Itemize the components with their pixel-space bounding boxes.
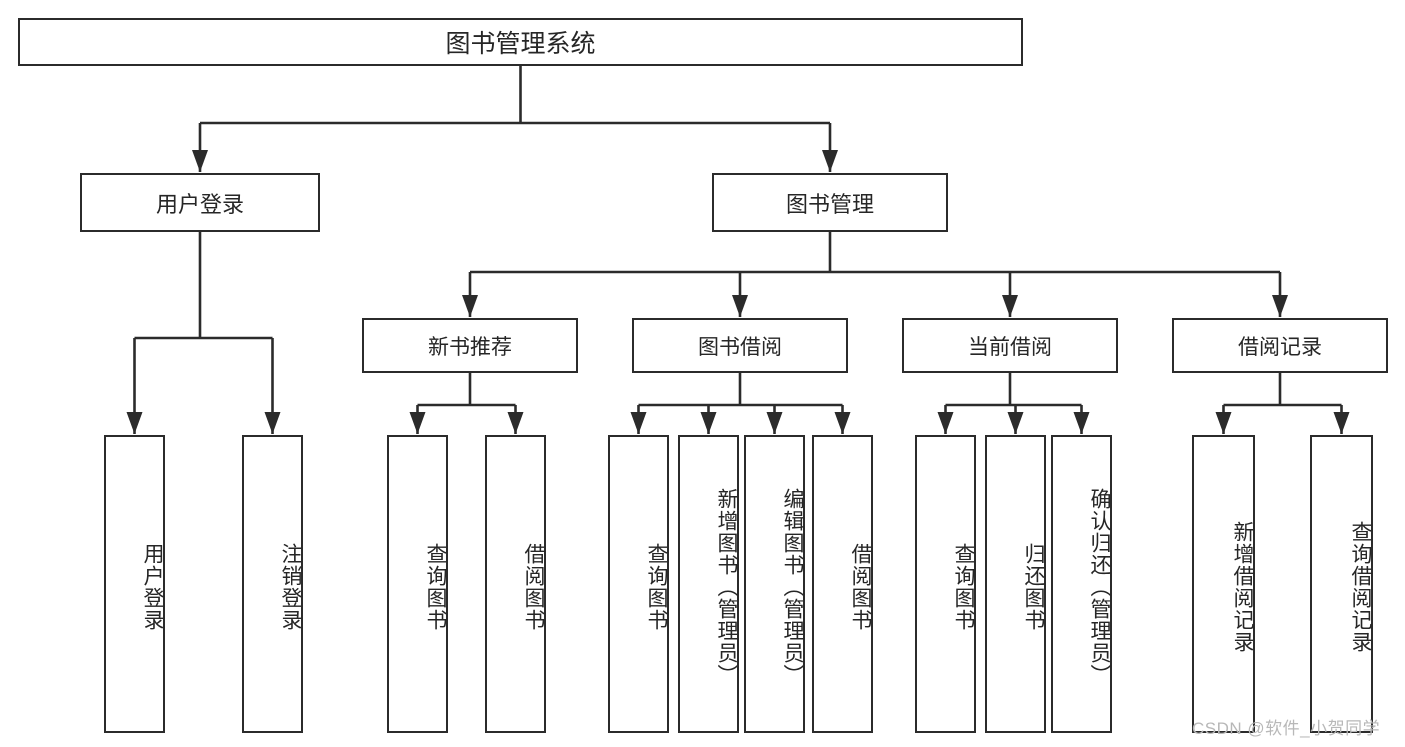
node-label: 图书管理 xyxy=(785,191,874,217)
node-label: 借阅图书 xyxy=(849,543,872,631)
node-label: 注销登录 xyxy=(279,543,302,631)
node-label: 新书推荐 xyxy=(428,335,512,359)
node-level2-3[interactable]: 借阅记录 xyxy=(1172,318,1388,373)
node-root[interactable]: 图书管理系统 xyxy=(18,18,1023,66)
node-label: 归还图书 xyxy=(1022,543,1045,631)
node-leaf-8[interactable]: 查询图书 xyxy=(915,435,976,733)
node-label: 查询借阅记录 xyxy=(1349,521,1372,653)
node-level2-0[interactable]: 新书推荐 xyxy=(362,318,578,373)
node-level1-0[interactable]: 用户登录 xyxy=(80,173,320,232)
node-label: 新增借阅记录 xyxy=(1231,521,1254,653)
watermark: CSDN @软件_小贺同学 xyxy=(1192,719,1381,738)
node-level1-1[interactable]: 图书管理 xyxy=(712,173,948,232)
node-leaf-10[interactable]: 确认归还（管理员） xyxy=(1051,435,1112,733)
node-leaf-0[interactable]: 用户登录 xyxy=(104,435,165,733)
node-level2-2[interactable]: 当前借阅 xyxy=(902,318,1118,373)
node-leaf-2[interactable]: 查询图书 xyxy=(387,435,448,733)
node-leaf-6[interactable]: 编辑图书（管理员） xyxy=(744,435,805,733)
node-label: 用户登录 xyxy=(141,543,164,631)
node-label: 查询图书 xyxy=(645,543,668,631)
node-label: 借阅记录 xyxy=(1238,335,1322,359)
node-leaf-12[interactable]: 查询借阅记录 xyxy=(1310,435,1373,733)
node-label: 图书管理系统 xyxy=(445,30,596,58)
node-leaf-9[interactable]: 归还图书 xyxy=(985,435,1046,733)
node-label: 查询图书 xyxy=(952,543,975,631)
node-label: 新增图书（管理员） xyxy=(715,488,738,686)
node-level2-1[interactable]: 图书借阅 xyxy=(632,318,848,373)
node-label: 当前借阅 xyxy=(968,335,1052,359)
node-label: 用户登录 xyxy=(155,191,244,217)
node-label: 图书借阅 xyxy=(698,335,782,359)
node-leaf-11[interactable]: 新增借阅记录 xyxy=(1192,435,1255,733)
node-leaf-7[interactable]: 借阅图书 xyxy=(812,435,873,733)
node-label: 查询图书 xyxy=(424,543,447,631)
node-leaf-1[interactable]: 注销登录 xyxy=(242,435,303,733)
node-label: 借阅图书 xyxy=(522,543,545,631)
node-leaf-4[interactable]: 查询图书 xyxy=(608,435,669,733)
node-label: 编辑图书（管理员） xyxy=(781,488,804,686)
node-leaf-5[interactable]: 新增图书（管理员） xyxy=(678,435,739,733)
node-leaf-3[interactable]: 借阅图书 xyxy=(485,435,546,733)
node-label: 确认归还（管理员） xyxy=(1088,488,1111,686)
